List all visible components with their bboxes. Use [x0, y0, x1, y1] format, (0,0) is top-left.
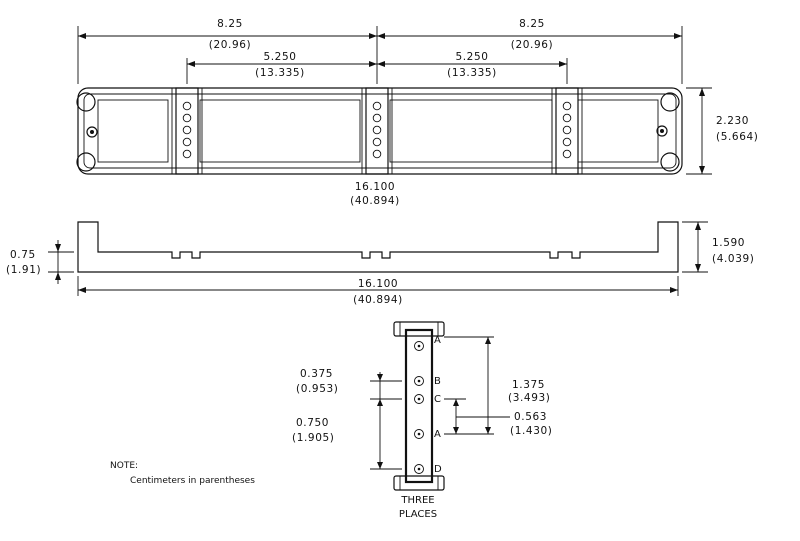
- dim-side-height: 1.590: [712, 237, 745, 249]
- dim-top-right-half: 8.25: [519, 18, 545, 30]
- side-view: 0.75 (1.91) 1.590 (4.039) 16.100 (40.894…: [6, 221, 754, 306]
- dim-hole-span-a: 1.375: [512, 379, 545, 391]
- corner-circle-bottom-right: [660, 152, 680, 172]
- dim-hole-span-ca-cm: (1.430): [510, 425, 552, 437]
- hole-label-b: B: [434, 376, 441, 387]
- detail-caption-line2: PLACES: [399, 509, 437, 520]
- top-view-inner-frame: [83, 93, 677, 169]
- right-end-panel: [577, 99, 659, 163]
- dim-height-cm: (5.664): [716, 131, 758, 143]
- top-view: 8.25 (20.96) 8.25 (20.96) 5.250 (13.335)…: [76, 18, 758, 207]
- dim-hole-small-cm: (0.953): [296, 383, 338, 395]
- hole-label-d: D: [434, 464, 442, 475]
- detail-top-tab: [393, 321, 445, 337]
- hole-label-a1: A: [434, 335, 441, 346]
- detail-holes: [414, 341, 424, 474]
- top-view-outer-frame: [77, 87, 683, 175]
- dim-side-height-cm: (4.039): [712, 253, 754, 265]
- dim-overall-side-cm: (40.894): [353, 294, 403, 306]
- dim-side-base: 0.75: [10, 249, 36, 261]
- corner-circle-top-right: [660, 92, 680, 112]
- detail-bottom-tab: [393, 475, 445, 491]
- crossbar-left: [171, 87, 203, 175]
- dim-hole-large-cm: (1.905): [292, 432, 334, 444]
- dim-inner-left-cm: (13.335): [255, 67, 305, 79]
- screw-right: [656, 125, 668, 137]
- dim-hole-span-a-cm: (3.493): [508, 392, 550, 404]
- dim-hole-small: 0.375: [300, 368, 333, 380]
- dim-top-right-half-cm: (20.96): [511, 39, 553, 51]
- dim-inner-right: 5.250: [455, 51, 488, 63]
- dim-overall-top: 16.100: [355, 181, 395, 193]
- left-end-panel: [97, 99, 169, 163]
- crossbar-right: [551, 87, 583, 175]
- dim-inner-right-cm: (13.335): [447, 67, 497, 79]
- dim-overall-side: 16.100: [358, 278, 398, 290]
- hole-label-a2: A: [434, 429, 441, 440]
- screw-left: [86, 126, 98, 138]
- right-window: [389, 99, 553, 163]
- side-profile: [77, 221, 679, 273]
- corner-circle-bottom-left: [76, 152, 96, 172]
- dim-top-left-half: 8.25: [217, 18, 243, 30]
- corner-circle-top-left: [76, 92, 96, 112]
- hole-detail: A B C A D 0.375 (0.953) 0.750 (1.905) 1.…: [292, 321, 552, 520]
- dim-inner-left: 5.250: [263, 51, 296, 63]
- dim-hole-span-ca: 0.563: [514, 411, 547, 423]
- left-window: [199, 99, 361, 163]
- dim-side-base-cm: (1.91): [6, 264, 41, 276]
- note-title: NOTE:: [110, 461, 138, 471]
- dim-top-left-half-cm: (20.96): [209, 39, 251, 51]
- detail-strip: [404, 328, 434, 484]
- dim-hole-large: 0.750: [296, 417, 329, 429]
- crossbar-center: [361, 87, 393, 175]
- dim-overall-top-cm: (40.894): [350, 195, 400, 207]
- dim-height: 2.230: [716, 115, 749, 127]
- note-text: Centimeters in parentheses: [130, 476, 255, 486]
- hole-label-c: C: [434, 394, 441, 405]
- detail-caption-line1: THREE: [400, 495, 434, 506]
